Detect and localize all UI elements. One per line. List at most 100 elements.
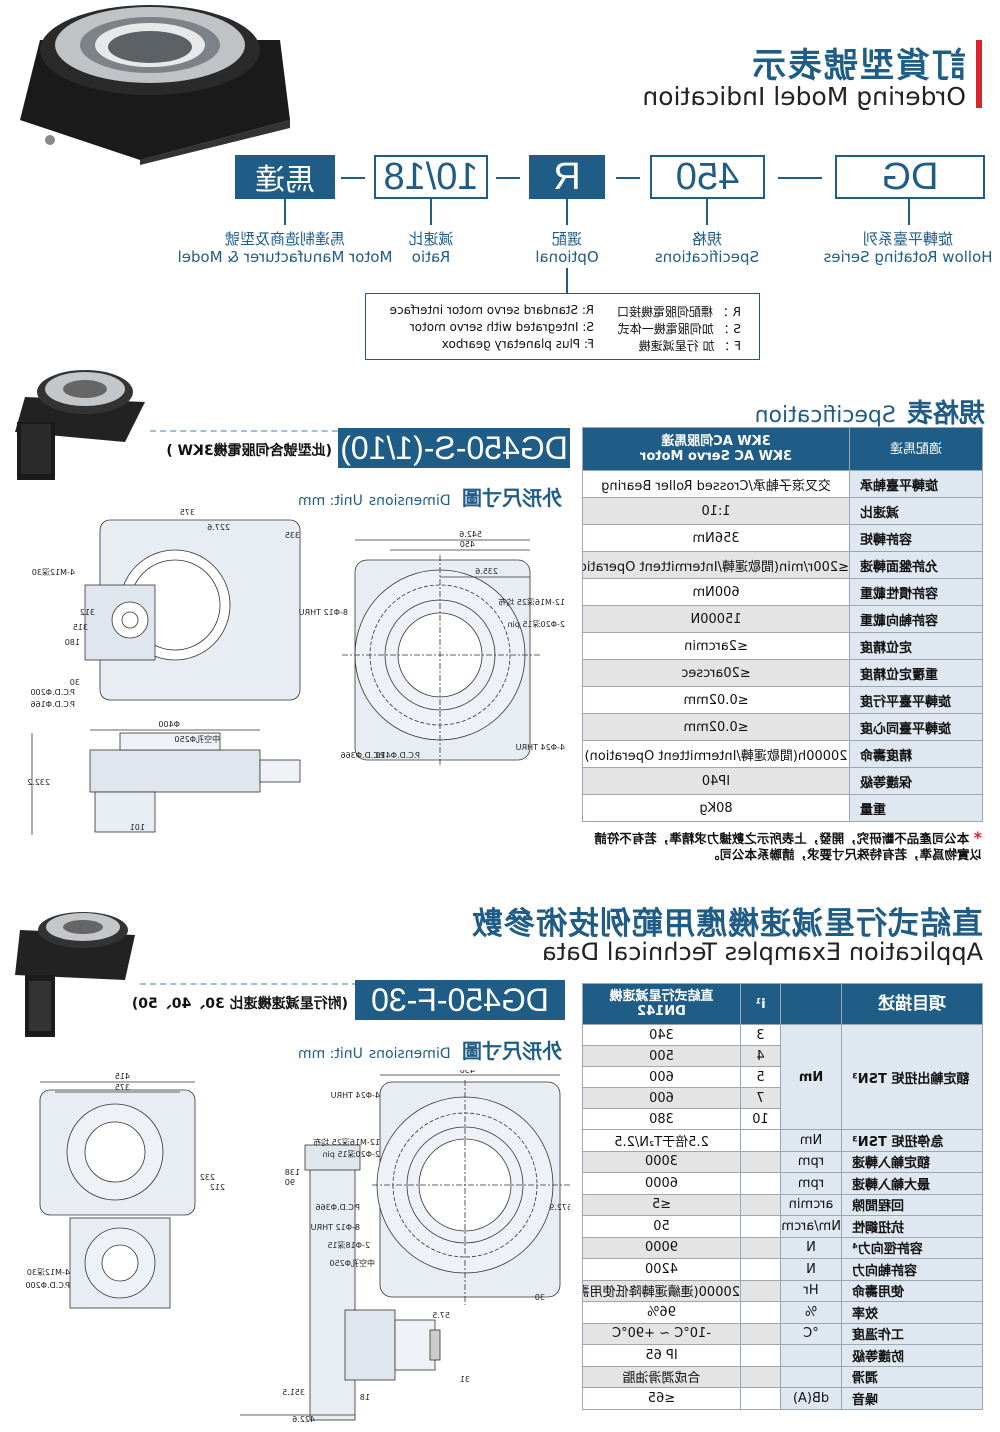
apps-row: 工作溫度°C-10°C ~ +90°C (582, 1323, 983, 1345)
dim-label: 4-M12深30 (27, 1268, 70, 1277)
apps-unit: N (780, 1258, 842, 1280)
spec-value: 20000h(間歇運轉/Intermittent Operation) (582, 740, 850, 768)
spec-label: 旋轉平臺軸承 (849, 470, 983, 498)
spec-label: 重覆定位精度 (849, 659, 983, 687)
dim-label: 542.6 (459, 530, 482, 539)
spec-label: 旋轉平臺同心度 (849, 713, 983, 741)
option-s-en: S: Integrated with servo motor (409, 320, 594, 334)
connector-line (430, 199, 432, 225)
apps-label: 額定輸出扭矩 TSN³ (841, 1024, 983, 1130)
code-motor-box: 馬達 (235, 155, 335, 199)
apps-value: 3000 (582, 1151, 741, 1173)
footnote-text: 本公司產品不斷研究，開發，上表所示之數據力求精準，若有不符請以實物爲準，若有特殊… (594, 831, 982, 862)
dim-label: 422.6 (292, 1415, 315, 1424)
product-image-servo (15, 370, 145, 480)
spec-heading-zh: 規格表 (906, 399, 985, 429)
apps-value: 6000 (582, 1172, 741, 1194)
dimension-drawing-2: 450 4-Φ24 THRU 12-M16深25 均布 2-Φ20深15 pin… (25, 1070, 570, 1424)
spec-value: 600Nm (582, 578, 850, 606)
spec-value: ≤20arcsec (582, 659, 850, 687)
dim-label: P.C.D.Φ200 (30, 688, 75, 697)
option-s-zh: S ： 加伺服電機一体式 (617, 322, 741, 336)
dim-label: 335 (285, 531, 300, 540)
connector-line (284, 199, 286, 225)
spec-label: 容許軸向載重 (849, 605, 983, 633)
apps-label: 噪音 (841, 1387, 983, 1409)
apps-row: 效率%96% (582, 1301, 983, 1323)
accent-bar (976, 40, 982, 108)
spec-value: ≤0.02mm (582, 686, 850, 714)
apps-ratio: 3 (740, 1024, 781, 1046)
dim-label: P.C.D.Φ410 (375, 751, 420, 760)
option-r-zh: R ： 標配伺服電機接口 (617, 305, 741, 319)
apps-value: 4200 (582, 1258, 741, 1280)
apps-ratio: 4 (740, 1045, 781, 1067)
apps-label: 使用壽命 (841, 1280, 983, 1302)
header-zh: 3KW AC伺服馬達 (661, 434, 771, 449)
code-separator (341, 177, 365, 179)
model-code-banner: DG450-S-(1/10) (338, 428, 570, 468)
options-legend: R ： 標配伺服電機接口 R: Standard servo motor int… (365, 293, 760, 360)
apps-label: 容許軸向力 (841, 1258, 983, 1280)
spec-header-label: 適配馬達 (849, 427, 983, 471)
dim-label: P.C.D.Φ200 (25, 1281, 70, 1290)
dim-label: 101 (130, 823, 145, 832)
apps-value: 20000(連續運轉降低使用壽命50%) (582, 1280, 741, 1302)
apps-unit: Nm (780, 1129, 842, 1151)
apps-value: ≤65 (582, 1387, 741, 1409)
apps-ratio (740, 1323, 781, 1345)
dimension-drawing-1: 542.6 450 235.6 12-M16深25 均布 2-Φ20深15 pi… (27, 508, 565, 835)
connector-line (908, 199, 910, 225)
dim-label: 315 (73, 623, 88, 632)
spec-row: 重覆定位精度≤20arcsec (582, 659, 983, 687)
apps-unit: arcmin (780, 1194, 842, 1216)
label-en: Ratio (411, 248, 451, 266)
spec-value: 15000N (582, 605, 850, 633)
label-zh: 馬達制造商及型號 (225, 230, 346, 248)
connector-line (566, 199, 568, 225)
spec-label: 容許轉矩 (849, 524, 983, 552)
apps-unit: N (780, 1237, 842, 1259)
label-en: Motor Manufacturer & Model (177, 248, 393, 266)
label-zh: 減速比 (408, 230, 454, 248)
code-separator (616, 177, 640, 179)
dim-label: 572.9 (549, 1203, 570, 1212)
dim-label: 180 (65, 638, 80, 647)
code-series-box: DG (835, 155, 985, 199)
dim-unit: Unit: mm (297, 1046, 363, 1062)
dim-label: 450 (460, 540, 475, 549)
dim-label: 4-M12深30 (32, 568, 75, 577)
spec-value: 交叉滾子軸承/Crossed Roller Bearing (582, 470, 850, 498)
spec-row: 旋轉平臺同心度≤0.02mm (582, 713, 983, 741)
apps-unit: °C (780, 1323, 842, 1345)
code-spec-box: 450 (650, 155, 765, 199)
label-zh: 選配 (551, 230, 583, 248)
apps-value: IP 65 (582, 1344, 741, 1366)
apps-row: 潤滑合成潤滑油脂 (582, 1366, 983, 1388)
spec-label: 容許慣性載重 (849, 578, 983, 606)
apps-ratio (740, 1215, 781, 1237)
apps-heading-zh: 直結式行星減速機應用範例技術參數 (471, 906, 983, 942)
spec-label: 允許盤面轉速 (849, 551, 983, 579)
ordering-title: 訂貨型號表示 (750, 46, 966, 86)
ordering-subtitle: Ordering Model Indication (642, 82, 966, 111)
dim-label: 4-Φ24 THRU (516, 743, 565, 752)
spec-label: 重量 (849, 794, 983, 822)
dim-label: 351.5 (282, 1388, 305, 1397)
dim-label: 中空孔Φ250 (174, 734, 220, 744)
apps-unit: rpm (780, 1172, 842, 1194)
spec-row: 旋轉平臺平行度≤0.02mm (582, 686, 983, 714)
